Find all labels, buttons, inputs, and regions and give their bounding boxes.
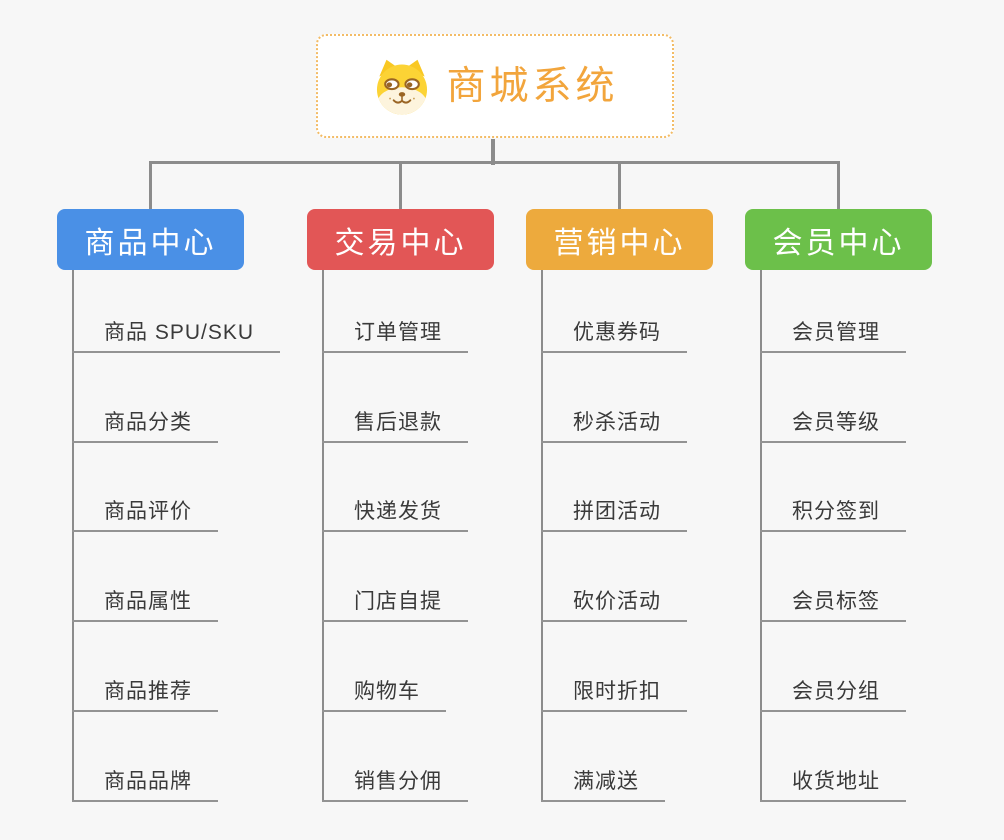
connector-trunk (322, 270, 324, 801)
leaf-item[interactable]: 快递发货 (322, 499, 468, 532)
connector-horizontal-bar (149, 161, 840, 164)
leaf-item[interactable]: 收货地址 (760, 769, 906, 802)
connector-stub-trade (399, 161, 402, 209)
leaf-item[interactable]: 订单管理 (322, 320, 468, 353)
connector-trunk (760, 270, 762, 801)
branch-column-member-center: 会员中心 会员管理 会员等级 积分签到 会员标签 会员分组 收货地址 (745, 209, 995, 840)
leaf-item[interactable]: 门店自提 (322, 589, 468, 622)
leaf-item[interactable]: 会员分组 (760, 679, 906, 712)
leaf-item[interactable]: 会员等级 (760, 410, 906, 443)
branch-column-trade-center: 交易中心 订单管理 售后退款 快递发货 门店自提 购物车 销售分佣 (307, 209, 557, 840)
leaf-item[interactable]: 购物车 (322, 679, 446, 712)
branch-column-product-center: 商品中心 商品 SPU/SKU 商品分类 商品评价 商品属性 商品推荐 商品品牌 (57, 209, 307, 840)
branch-node-product-center[interactable]: 商品中心 (57, 209, 244, 270)
root-node[interactable]: 商城系统 (316, 34, 674, 138)
leaf-item[interactable]: 优惠券码 (541, 320, 687, 353)
branch-node-member-center[interactable]: 会员中心 (745, 209, 932, 270)
leaf-item[interactable]: 商品 SPU/SKU (72, 320, 281, 353)
leaf-item[interactable]: 商品分类 (72, 410, 218, 443)
connector-stub-members (837, 161, 840, 209)
leaf-item[interactable]: 会员标签 (760, 589, 906, 622)
branch-node-marketing-center[interactable]: 营销中心 (526, 209, 713, 270)
root-title: 商城系统 (446, 64, 619, 108)
leaf-item[interactable]: 砍价活动 (541, 589, 687, 622)
leaf-item[interactable]: 商品推荐 (72, 679, 218, 712)
leaf-item[interactable]: 满减送 (541, 769, 665, 802)
leaf-item[interactable]: 积分签到 (760, 499, 906, 532)
leaf-item[interactable]: 售后退款 (322, 410, 468, 443)
leaf-item[interactable]: 商品评价 (72, 499, 218, 532)
leaf-item[interactable]: 商品属性 (72, 589, 218, 622)
dog-face-icon (371, 56, 433, 116)
connector-stub-products (149, 161, 152, 209)
leaf-item[interactable]: 秒杀活动 (541, 410, 687, 443)
leaf-item[interactable]: 限时折扣 (541, 679, 687, 712)
connector-trunk (72, 270, 74, 801)
connector-root-vertical (491, 139, 495, 165)
leaf-item[interactable]: 会员管理 (760, 320, 906, 353)
connector-trunk (541, 270, 543, 801)
connector-stub-marketing (618, 161, 621, 209)
leaf-item[interactable]: 拼团活动 (541, 499, 687, 532)
branch-node-trade-center[interactable]: 交易中心 (307, 209, 494, 270)
leaf-item[interactable]: 商品品牌 (72, 769, 218, 802)
leaf-item[interactable]: 销售分佣 (322, 769, 468, 802)
branch-column-marketing-center: 营销中心 优惠券码 秒杀活动 拼团活动 砍价活动 限时折扣 满减送 (526, 209, 776, 840)
